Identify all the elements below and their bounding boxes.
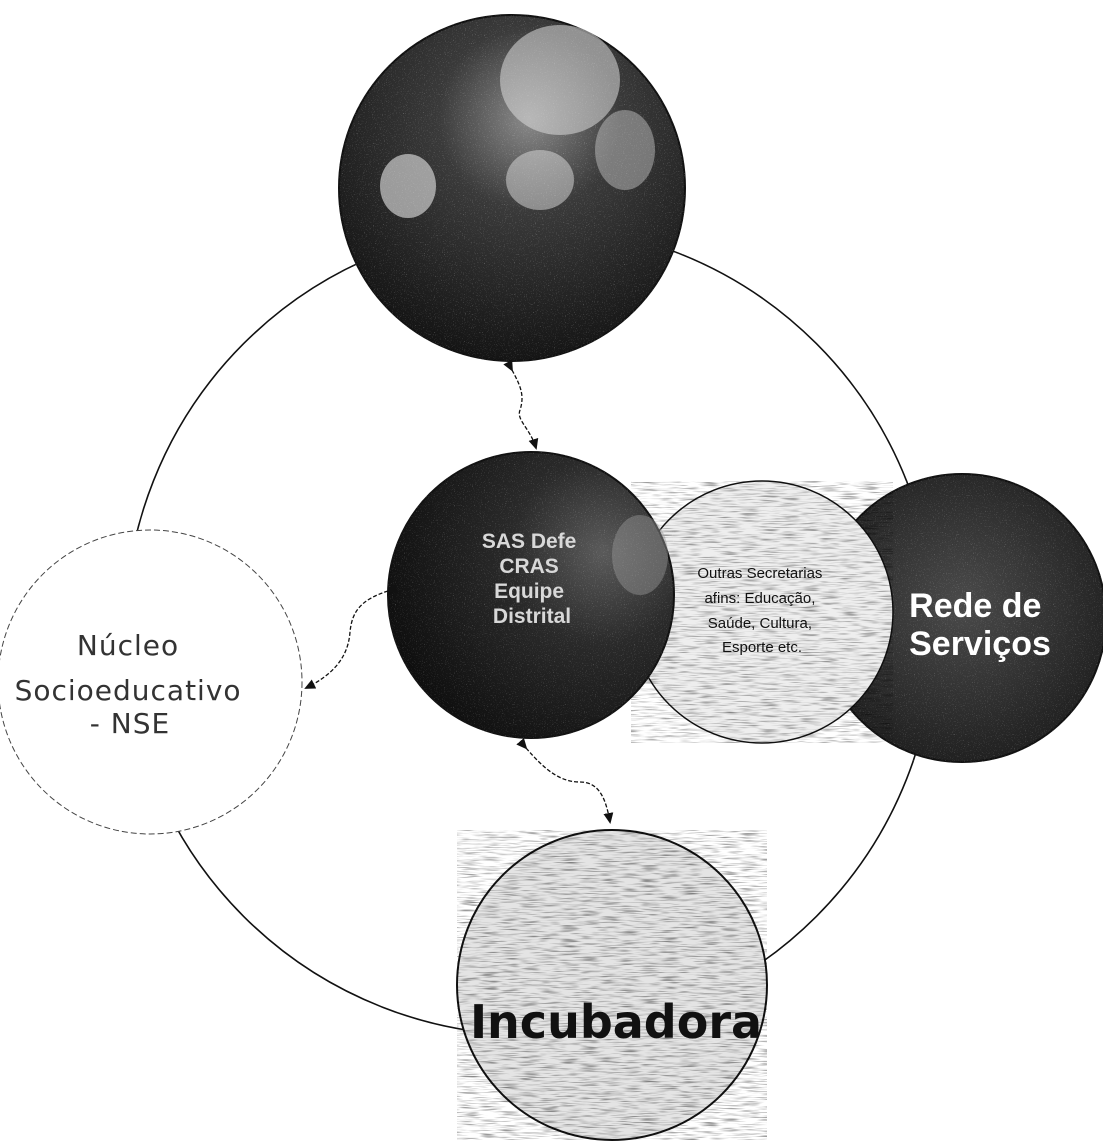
- rede-label-line-1: Rede de: [909, 587, 1041, 625]
- nse-label-line-2: Socioeducativo: [15, 674, 242, 707]
- incubadora-label: Incubadora: [470, 995, 762, 1049]
- sas-label-line-2: CRAS: [499, 555, 559, 578]
- svg-text:Outras Secretarias afins: Outras Secretarias afins: Educação, Saúd…: [697, 565, 826, 656]
- outras-label-line-1: Outras Secretarias: [697, 565, 822, 582]
- svg-text:Incubadora: Incubadora: [470, 995, 762, 1049]
- sas-label-line-1: SAS Defe: [482, 530, 577, 553]
- sas-label-line-3: Equipe: [494, 580, 564, 603]
- arrow-sas-nse: [304, 583, 399, 689]
- node-incubadora: Incubadora: [456, 829, 768, 1141]
- node-outras: Outras Secretarias afins: Educação, Saúd…: [630, 480, 894, 744]
- svg-text:Núcleo Socioeducativo: Núcleo Socioeducativo - NSE: [15, 629, 252, 740]
- outras-label-line-4: Esporte etc.: [722, 639, 802, 656]
- node-sas: SAS Defe CRAS Equipe Distrital: [387, 451, 675, 739]
- outras-label-line-3: Saúde, Cultura,: [708, 615, 812, 632]
- arrow-top-sas: [503, 359, 539, 450]
- arrow-sas-incubadora: [516, 737, 614, 824]
- svg-text:Rede de Serviços: Rede de Serviços: [909, 587, 1051, 663]
- node-rede: Rede de Serviços: [817, 473, 1103, 763]
- svg-text:SAS Defe CRAS Equi: SAS Defe CRAS Equipe Distrital: [482, 530, 582, 628]
- sas-label-line-4: Distrital: [493, 605, 571, 628]
- rede-label-line-2: Serviços: [909, 625, 1051, 663]
- outras-label-line-2: afins: Educação,: [704, 590, 815, 607]
- nse-label-line-1: Núcleo: [77, 629, 179, 662]
- node-nse: Núcleo Socioeducativo - NSE: [0, 529, 303, 835]
- node-top: [338, 14, 686, 362]
- nse-label-line-3: - NSE: [90, 707, 170, 740]
